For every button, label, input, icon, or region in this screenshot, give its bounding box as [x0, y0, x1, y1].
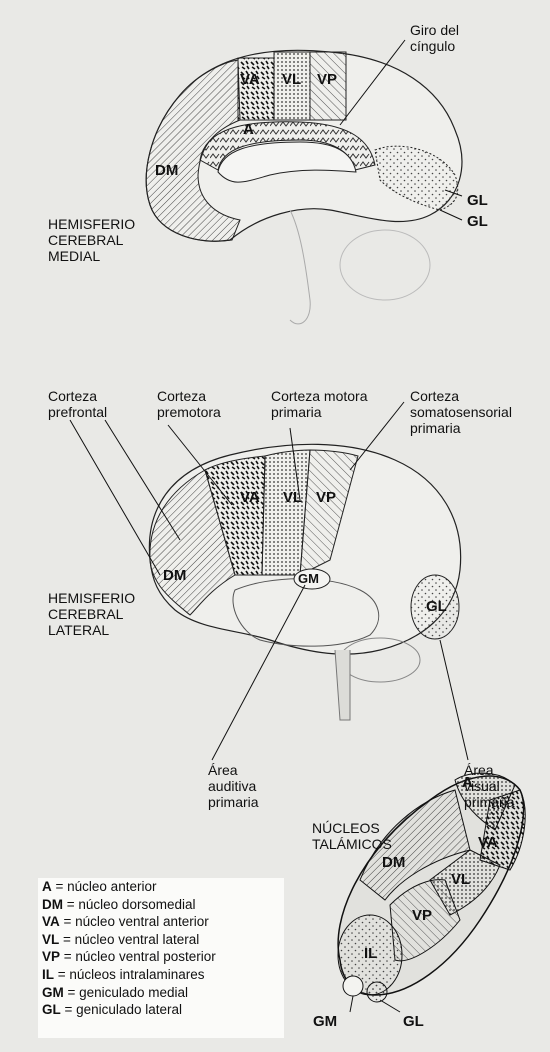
medial-gl-region	[374, 145, 459, 211]
visual-pointer	[439, 639, 469, 761]
legend-abbr: DM	[42, 896, 63, 912]
legend-abbr: VL	[42, 931, 60, 947]
legend-text: = núcleo dorsomedial	[66, 896, 196, 912]
medial-vp-label: VP	[317, 71, 338, 88]
somato-label: Corteza somatosensorial primaria	[410, 388, 512, 436]
legend-text: = núcleo ventral lateral	[63, 931, 200, 947]
gl2-pointer	[439, 209, 463, 221]
thalamus-va-region	[479, 789, 526, 871]
legend-box: A = núcleo anterior DM = núcleo dorsomed…	[38, 878, 284, 1038]
auditiva-pointer	[211, 584, 306, 761]
thalamus-il-label: IL	[364, 945, 378, 962]
medial-cingulate-band	[199, 121, 376, 171]
thalamus-dm-label: DM	[382, 854, 406, 871]
gl1-pointer	[444, 189, 463, 197]
lateral-dm-label: DM	[163, 567, 187, 584]
medial-a-label: A	[243, 121, 254, 138]
thalamus-dm-region	[359, 789, 471, 901]
lateral-title: HEMISFERIO CEREBRAL LATERAL	[48, 590, 136, 638]
medial-vp-region	[309, 51, 347, 121]
somato-pointer	[349, 401, 405, 471]
lateral-dm-region	[149, 469, 236, 616]
lateral-vl-label: VL	[283, 489, 303, 506]
thalamus-va-label: VA	[478, 834, 498, 851]
legend-abbr: GL	[42, 1002, 61, 1018]
medial-brainstem	[289, 209, 311, 325]
premotora-pointer	[167, 424, 233, 506]
medial-dm-label: DM	[155, 162, 179, 179]
thalamus-vl-label: VL	[451, 871, 471, 888]
auditiva-label: Área auditiva primaria	[208, 762, 259, 810]
giro-pointer	[339, 39, 406, 126]
thalamus-title: NÚCLEOS TALÁMICOS	[312, 820, 392, 852]
legend-abbr: IL	[42, 966, 54, 982]
legend-abbr: A	[42, 879, 52, 894]
legend-text: = núcleos intralaminares	[57, 966, 205, 982]
motora-label: Corteza motora primaria	[271, 388, 368, 420]
medial-va-region	[237, 57, 275, 121]
lateral-gm-region	[293, 568, 331, 590]
medial-vl-label: VL	[282, 71, 302, 88]
lateral-hemisphere	[69, 401, 469, 761]
thalamus-vp-region	[389, 879, 461, 962]
medial-corpus-callosum	[217, 141, 357, 183]
legend-text: = núcleo ventral posterior	[63, 949, 216, 965]
legend-row: VL = núcleo ventral lateral	[38, 931, 284, 949]
legend-row: A = núcleo anterior	[38, 878, 284, 896]
legend-row: VP = núcleo ventral posterior	[38, 948, 284, 966]
legend-abbr: VA	[42, 914, 60, 930]
legend-text: = núcleo anterior	[55, 879, 157, 894]
medial-title: HEMISFERIO CEREBRAL MEDIAL	[48, 216, 136, 264]
prefrontal-pointer-1	[69, 419, 161, 576]
legend-row: IL = núcleos intralaminares	[38, 966, 284, 984]
legend-abbr: GM	[42, 984, 64, 1000]
premotora-label: Corteza premotora	[157, 388, 221, 420]
visual-label: Área visual primaria	[464, 762, 515, 810]
lateral-gm-label: GM	[298, 571, 319, 586]
lateral-gl-label: GL	[426, 598, 447, 615]
motora-pointer	[289, 427, 301, 501]
medial-va-label: VA	[240, 71, 260, 88]
thalamus-gm-label: GM	[313, 1013, 338, 1030]
medial-gl2-label: GL	[467, 213, 488, 230]
thalamus-a-label: A	[462, 774, 473, 791]
lateral-vp-region	[299, 449, 359, 576]
prefrontal-pointer-2	[104, 419, 181, 541]
lateral-vp-label: VP	[316, 489, 337, 506]
thalamus-gm-pointer	[349, 995, 354, 1013]
thalamus-vp-label: VP	[412, 907, 433, 924]
legend-text: = núcleo ventral anterior	[63, 914, 209, 930]
legend-row: VA = núcleo ventral anterior	[38, 913, 284, 931]
legend-row: GM = geniculado medial	[38, 984, 284, 1002]
legend-text: = geniculado medial	[67, 984, 188, 1000]
thalamus-gl-region	[366, 981, 388, 1003]
medial-cerebellum	[339, 229, 431, 301]
thalamus-model	[337, 772, 526, 1013]
prefrontal-label: Corteza prefrontal	[48, 388, 108, 420]
legend-text: = geniculado lateral	[64, 1002, 182, 1018]
legend-row: GL = geniculado lateral	[38, 1001, 284, 1019]
thalamus-gl-pointer	[379, 999, 401, 1013]
lateral-gl-region	[410, 574, 460, 640]
legend-row: DM = núcleo dorsomedial	[38, 896, 284, 914]
lateral-brainstem	[334, 649, 351, 721]
legend-abbr: VP	[42, 949, 61, 965]
thalamus-gm-region	[342, 975, 364, 997]
thalamus-gl-label: GL	[403, 1013, 424, 1030]
giro-label: Giro del cíngulo	[410, 22, 460, 54]
lateral-va-label: VA	[240, 489, 260, 506]
medial-gl1-label: GL	[467, 192, 488, 209]
medial-hemisphere	[145, 39, 463, 325]
